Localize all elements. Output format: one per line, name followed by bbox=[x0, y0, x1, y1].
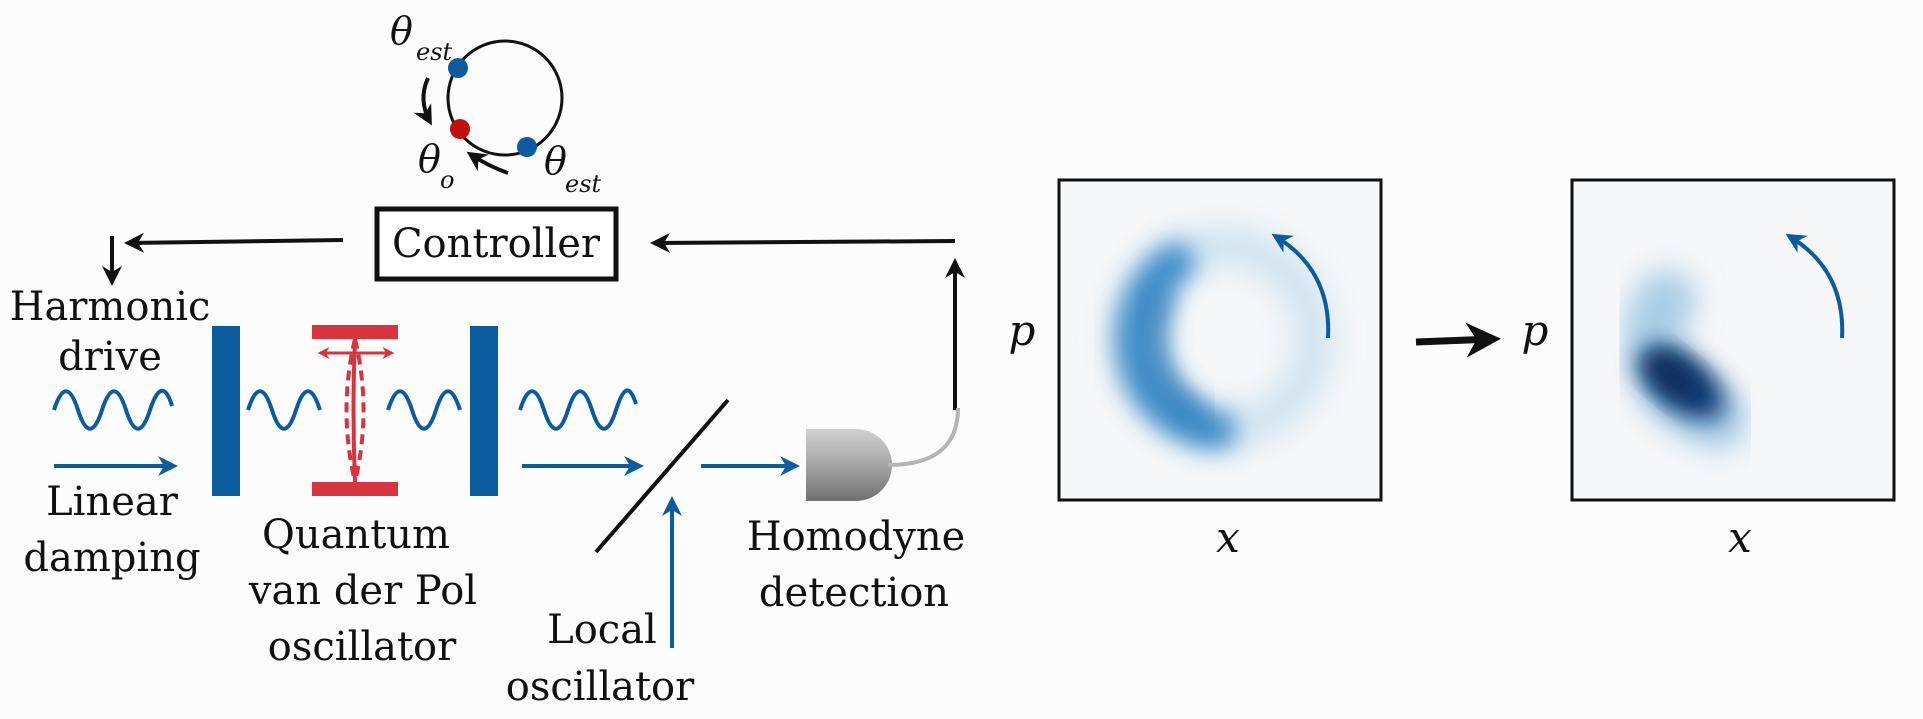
theta-o-label: θ bbox=[418, 137, 441, 181]
harmonic-drive-label-line2: drive bbox=[58, 334, 162, 380]
rotation-arrow-bottom bbox=[466, 151, 509, 175]
phase-space-panel-locked: p x bbox=[1522, 178, 1896, 562]
estimated-phase-dot-bottom bbox=[517, 137, 537, 157]
panel-1-rotation-arrow bbox=[1271, 233, 1331, 339]
cavity-wave-left bbox=[246, 389, 322, 431]
phase-circle-diagram: θ est θ o θ est bbox=[390, 9, 602, 198]
phase-circle bbox=[446, 39, 564, 157]
qvdp-label-line1: Quantum bbox=[262, 512, 450, 558]
linear-damping-label-line2: damping bbox=[23, 535, 200, 581]
panel-2-ylabel: p bbox=[1522, 306, 1549, 355]
oscillator-beam-right-dashed bbox=[353, 338, 366, 483]
output-wave bbox=[518, 388, 638, 431]
beam-splitter bbox=[594, 398, 730, 554]
drive-wave bbox=[52, 388, 174, 431]
theta-o-subscript: o bbox=[440, 166, 454, 194]
linear-damping-label-line1: Linear bbox=[46, 479, 179, 525]
oscillator-beam-solid bbox=[351, 338, 357, 483]
target-phase-dot bbox=[450, 119, 470, 139]
theta-est-bottom-label: θ bbox=[544, 139, 567, 183]
control-arrow-from-controller bbox=[124, 232, 344, 253]
left-mirror bbox=[212, 326, 240, 496]
feedback-arrow-to-controller bbox=[650, 232, 956, 253]
panel-2-blob-peak bbox=[1643, 350, 1701, 402]
cavity-wave-right bbox=[386, 389, 462, 431]
phase-space-panel-ring: p x bbox=[1009, 178, 1383, 562]
local-oscillator-label-line2: oscillator bbox=[506, 664, 695, 710]
detector-body bbox=[806, 429, 892, 501]
panel-1-ylabel: p bbox=[1009, 306, 1036, 355]
harmonic-drive-label-line1: Harmonic bbox=[10, 284, 211, 330]
qvdp-label-line2: van der Pol bbox=[248, 568, 477, 614]
controller-label: Controller bbox=[392, 221, 601, 267]
controller-frame bbox=[374, 206, 619, 282]
controller-box: Controller bbox=[374, 206, 619, 282]
panel-2-xlabel: x bbox=[1728, 513, 1752, 562]
theta-est-bottom-subscript: est bbox=[565, 170, 602, 198]
panel-transition-arrow bbox=[1415, 322, 1501, 358]
local-oscillator-label-line1: Local bbox=[547, 607, 657, 653]
detector-cable bbox=[887, 407, 960, 467]
theta-est-top-label: θ bbox=[390, 9, 413, 53]
right-mirror bbox=[470, 326, 498, 496]
panel-1-xlabel: x bbox=[1216, 513, 1240, 562]
homodyne-detector bbox=[806, 407, 960, 501]
estimated-phase-dot-top bbox=[448, 58, 468, 78]
panel-2-frame bbox=[1570, 178, 1896, 502]
homodyne-label-line1: Homodyne bbox=[747, 514, 966, 560]
van-der-pol-oscillator bbox=[312, 325, 398, 496]
oscillator-top-clamp bbox=[312, 325, 398, 339]
qvdp-label-line3: oscillator bbox=[268, 624, 457, 670]
theta-est-top-subscript: est bbox=[416, 38, 453, 66]
panel-1-ring-dense bbox=[1115, 243, 1236, 450]
homodyne-label-line2: detection bbox=[759, 570, 949, 616]
feedback-loop bbox=[102, 232, 965, 410]
rotation-arrow-left bbox=[413, 77, 432, 126]
oscillator-bottom-clamp bbox=[312, 482, 398, 496]
panel-2-rotation-arrow bbox=[1785, 233, 1845, 339]
panel-1-ring-core bbox=[1144, 289, 1206, 423]
cavity bbox=[212, 326, 498, 496]
